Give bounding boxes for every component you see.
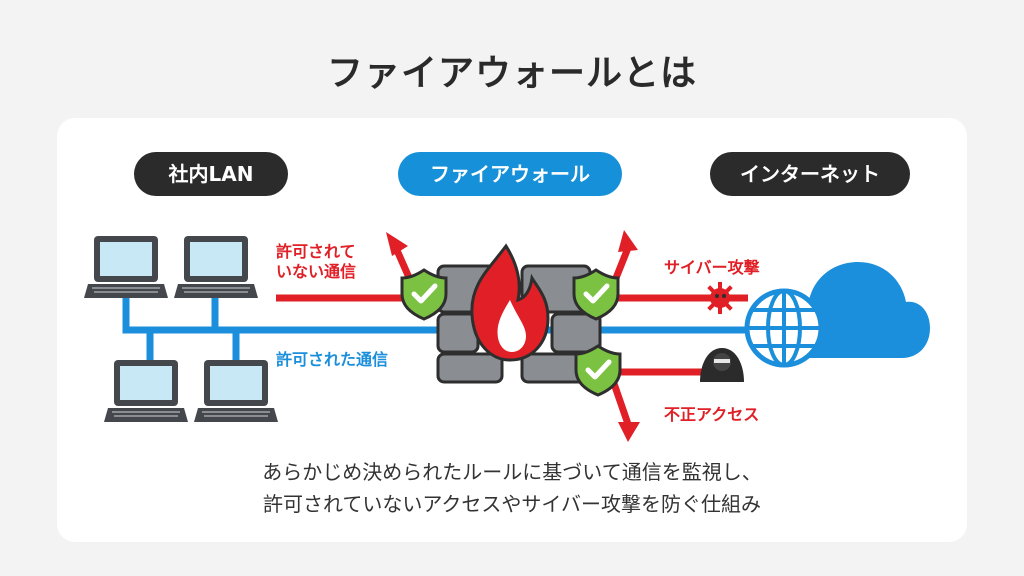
label-illegal-access: 不正アクセス	[664, 405, 760, 424]
laptop-icon	[84, 236, 168, 298]
header-lan: 社内LAN	[134, 152, 288, 196]
arrowhead-icon	[386, 232, 408, 256]
virus-icon	[704, 282, 736, 314]
caption-line2: 許可されていないアクセスやサイバー攻撃を防ぐ仕組み	[263, 492, 761, 516]
label-unauthorized-traffic: 許可されて いない通信	[276, 242, 356, 282]
label-unauthorized-line2: いない通信	[276, 262, 357, 281]
header-firewall: ファイアウォール	[398, 152, 622, 196]
laptop-icon	[104, 360, 188, 422]
hacker-icon	[700, 348, 744, 382]
arrowhead-icon	[618, 422, 640, 442]
laptop-icon	[174, 236, 258, 298]
arrowhead-icon	[618, 230, 638, 252]
label-cyber-attack: サイバー攻撃	[664, 258, 760, 277]
caption-line1: あらかじめ決められたルールに基づいて通信を監視し、	[262, 460, 762, 484]
page-title: ファイアウォールとは	[326, 53, 697, 94]
label-authorized-traffic: 許可された通信	[276, 350, 389, 369]
header-internet: インターネット	[710, 152, 910, 196]
globe-icon	[744, 288, 824, 368]
caption: あらかじめ決められたルールに基づいて通信を監視し、 許可されていないアクセスやサ…	[0, 456, 1024, 520]
label-unauthorized-line1: 許可されて	[276, 242, 356, 261]
laptop-icon	[194, 360, 278, 422]
flame-icon	[470, 243, 550, 362]
